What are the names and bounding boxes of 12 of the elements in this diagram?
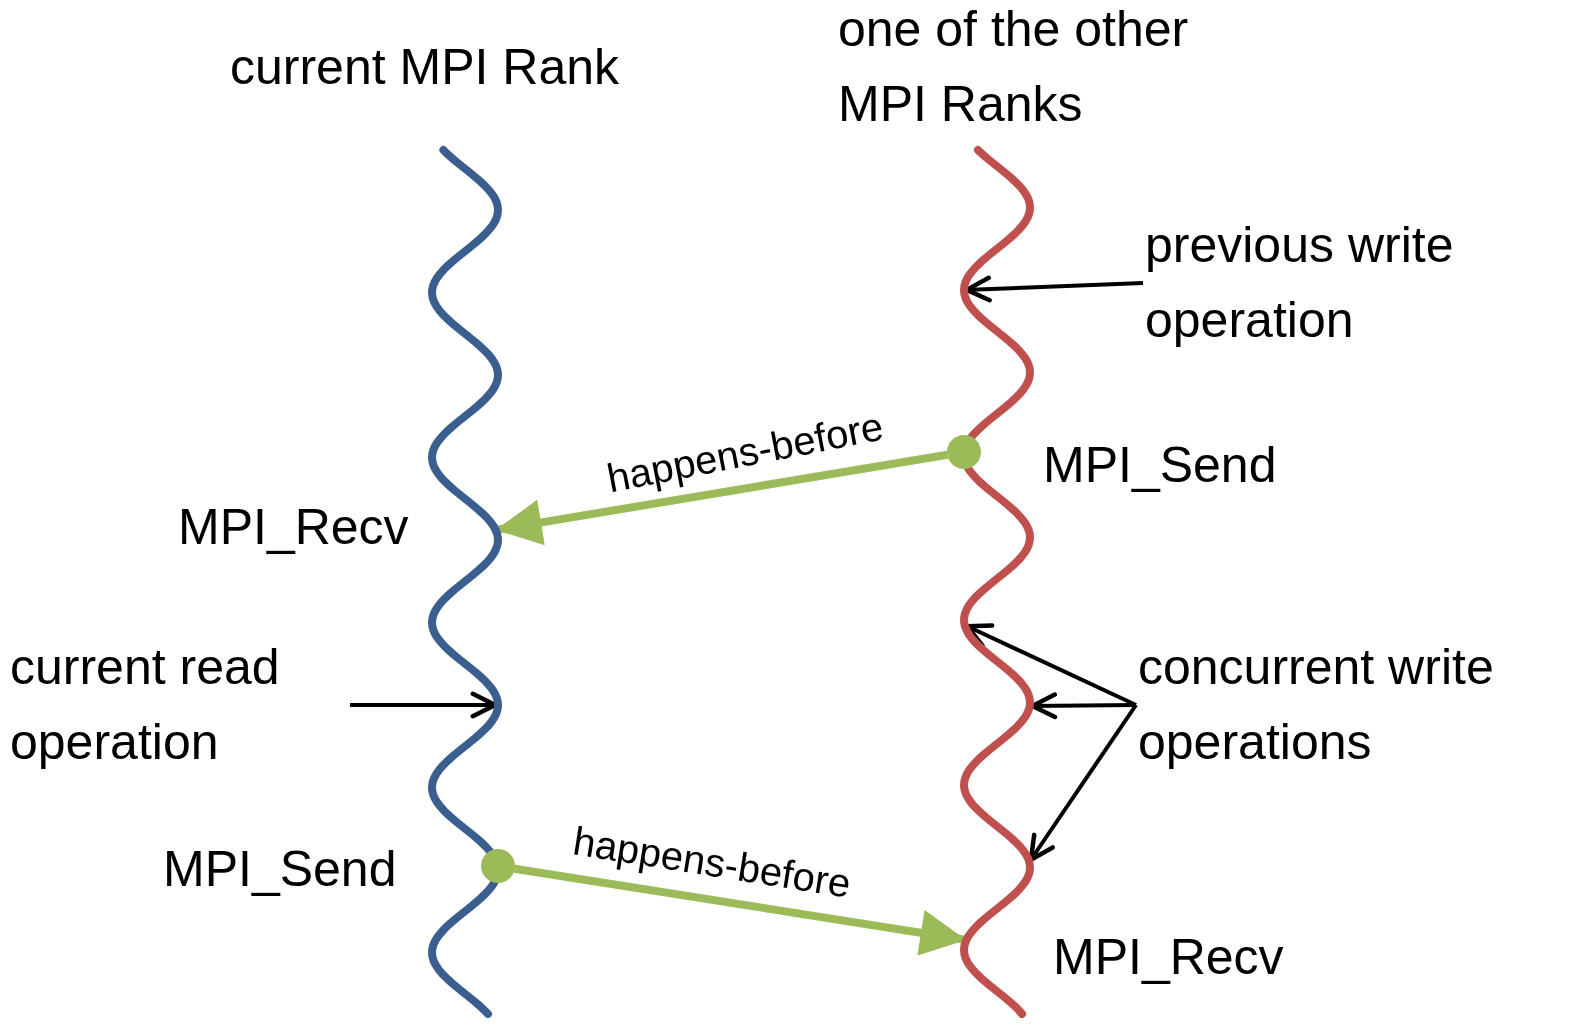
annotation-text: concurrent write operations [1138,630,1578,780]
annotation-text: previous write operation [1145,208,1545,358]
event-label: MPI_Recv [1053,928,1284,987]
timeline-heading: current MPI Rank [230,38,620,97]
event-dot [947,435,982,469]
event-label: MPI_Send [163,840,397,899]
event-label: MPI_Send [1043,436,1277,495]
event-dot [480,849,515,883]
annotation-text: current read operation [10,630,350,780]
leader-arrow [1027,703,1138,864]
timeline-heading: one of the other MPI Ranks [838,0,1190,134]
event-label: MPI_Recv [178,498,409,557]
